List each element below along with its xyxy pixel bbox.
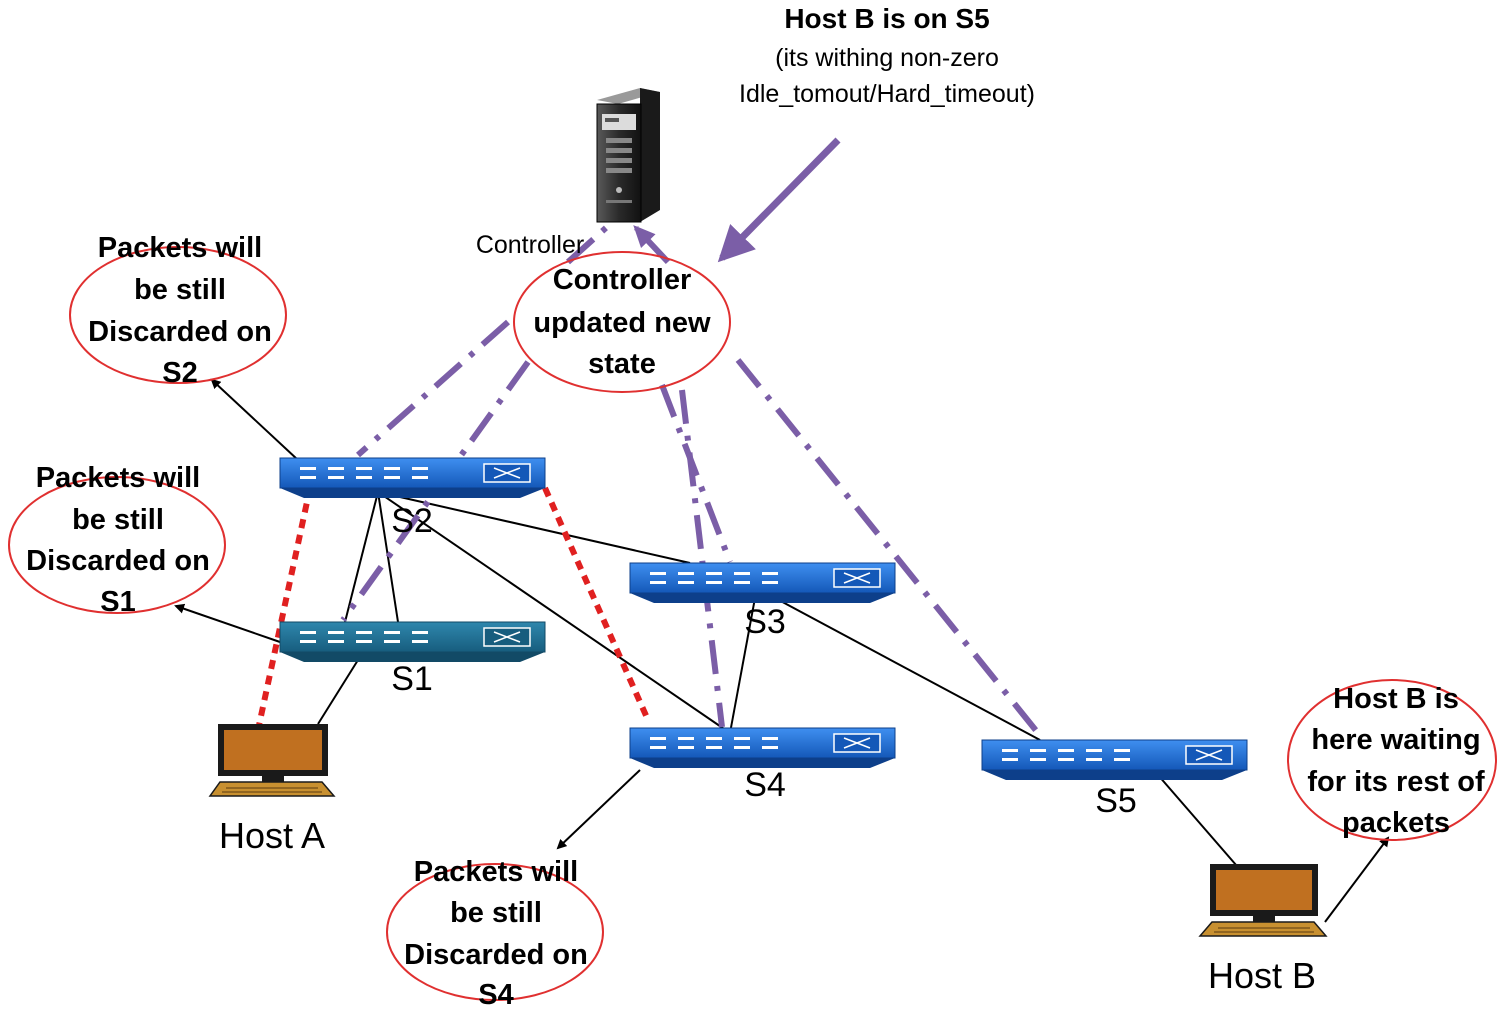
note-s1-line3: Discarded on xyxy=(26,545,210,577)
link-s3-s4 xyxy=(729,597,756,734)
ctrl-link-s5 xyxy=(735,358,1045,740)
switch-s5 xyxy=(981,739,1248,780)
note-s4-line4: S4 xyxy=(478,979,513,1011)
note-hostb-line2: here waiting xyxy=(1311,724,1480,756)
note-s2-line2: be still xyxy=(134,274,226,306)
host-b-computer-icon xyxy=(1198,864,1328,937)
note-s2: Packets will be still Discarded on S2 xyxy=(69,232,287,389)
controller-server-icon xyxy=(596,88,660,223)
note-arrows xyxy=(174,378,1390,923)
switch-s1 xyxy=(279,621,546,662)
drop-path-s2-s4 xyxy=(542,486,651,722)
annotation-title: Host B is on S5 xyxy=(784,3,989,34)
note-hostb-line3: for its rest of xyxy=(1307,766,1485,798)
note-s4: Packets will be still Discarded on S4 xyxy=(386,856,604,1011)
arrow-to-note-hostb xyxy=(1324,836,1390,923)
note-s1-line4: S1 xyxy=(100,586,135,618)
drop-path-s2-hosta xyxy=(255,487,313,731)
ctrl-link-s2 xyxy=(356,319,510,458)
switch-s4-label: S4 xyxy=(744,766,786,804)
controller-note-line1: Controller xyxy=(553,264,692,296)
switch-s4 xyxy=(629,727,896,768)
controller-label: Controller xyxy=(476,231,584,259)
switch-s2 xyxy=(279,457,546,498)
controller-state-note: Controller updated new state xyxy=(513,251,731,393)
note-hostb-line1: Host B is xyxy=(1333,683,1459,715)
note-s4-line2: be still xyxy=(450,897,542,929)
note-s2-line4: S2 xyxy=(162,357,197,389)
note-s4-line3: Discarded on xyxy=(404,939,588,971)
note-s1-line1: Packets will xyxy=(36,462,200,494)
arrow-to-note-s1 xyxy=(174,603,281,643)
switch-s2-label: S2 xyxy=(391,502,433,540)
switch-s1-label: S1 xyxy=(391,660,433,698)
note-hostb: Host B is here waiting for its rest of p… xyxy=(1287,679,1497,841)
link-s5-hostb xyxy=(1157,774,1244,874)
arrow-to-note-s2 xyxy=(210,378,299,461)
drop-paths xyxy=(255,486,651,731)
link-s3-s5 xyxy=(774,597,1041,741)
switch-s3-label: S3 xyxy=(744,603,786,641)
note-s1: Packets will be still Discarded on S1 xyxy=(8,462,226,618)
link-s2-s1a xyxy=(344,491,379,623)
annotation-line2: (its withing non-zero xyxy=(775,44,999,72)
link-s2-s4 xyxy=(377,491,731,734)
link-s2-s1b xyxy=(377,491,399,623)
host-a-label: Host A xyxy=(219,815,325,856)
host-a-computer-icon xyxy=(208,724,336,797)
link-s2-s3 xyxy=(377,491,691,564)
physical-links xyxy=(317,491,1244,874)
arrow-to-note-s4 xyxy=(556,769,641,850)
ctrl-link-s4 xyxy=(679,389,725,728)
controller-note-line2: updated new xyxy=(533,307,711,339)
switch-s3 xyxy=(629,562,896,603)
note-s2-line1: Packets will xyxy=(98,232,262,264)
host-location-arrow xyxy=(717,137,841,263)
ctrl-link-s3 xyxy=(659,383,733,564)
switch-s5-label: S5 xyxy=(1095,782,1137,820)
note-s2-line3: Discarded on xyxy=(88,316,272,348)
controller-note-line3: state xyxy=(588,348,656,380)
host-b-label: Host B xyxy=(1208,955,1316,996)
link-s1-hosta xyxy=(317,659,359,725)
ctrl-link-controller-a xyxy=(565,223,611,265)
note-s4-line1: Packets will xyxy=(414,856,578,888)
annotation-line3: Idle_tomout/Hard_timeout) xyxy=(739,80,1035,108)
note-s1-line2: be still xyxy=(72,504,164,536)
note-hostb-line4: packets xyxy=(1342,807,1450,839)
